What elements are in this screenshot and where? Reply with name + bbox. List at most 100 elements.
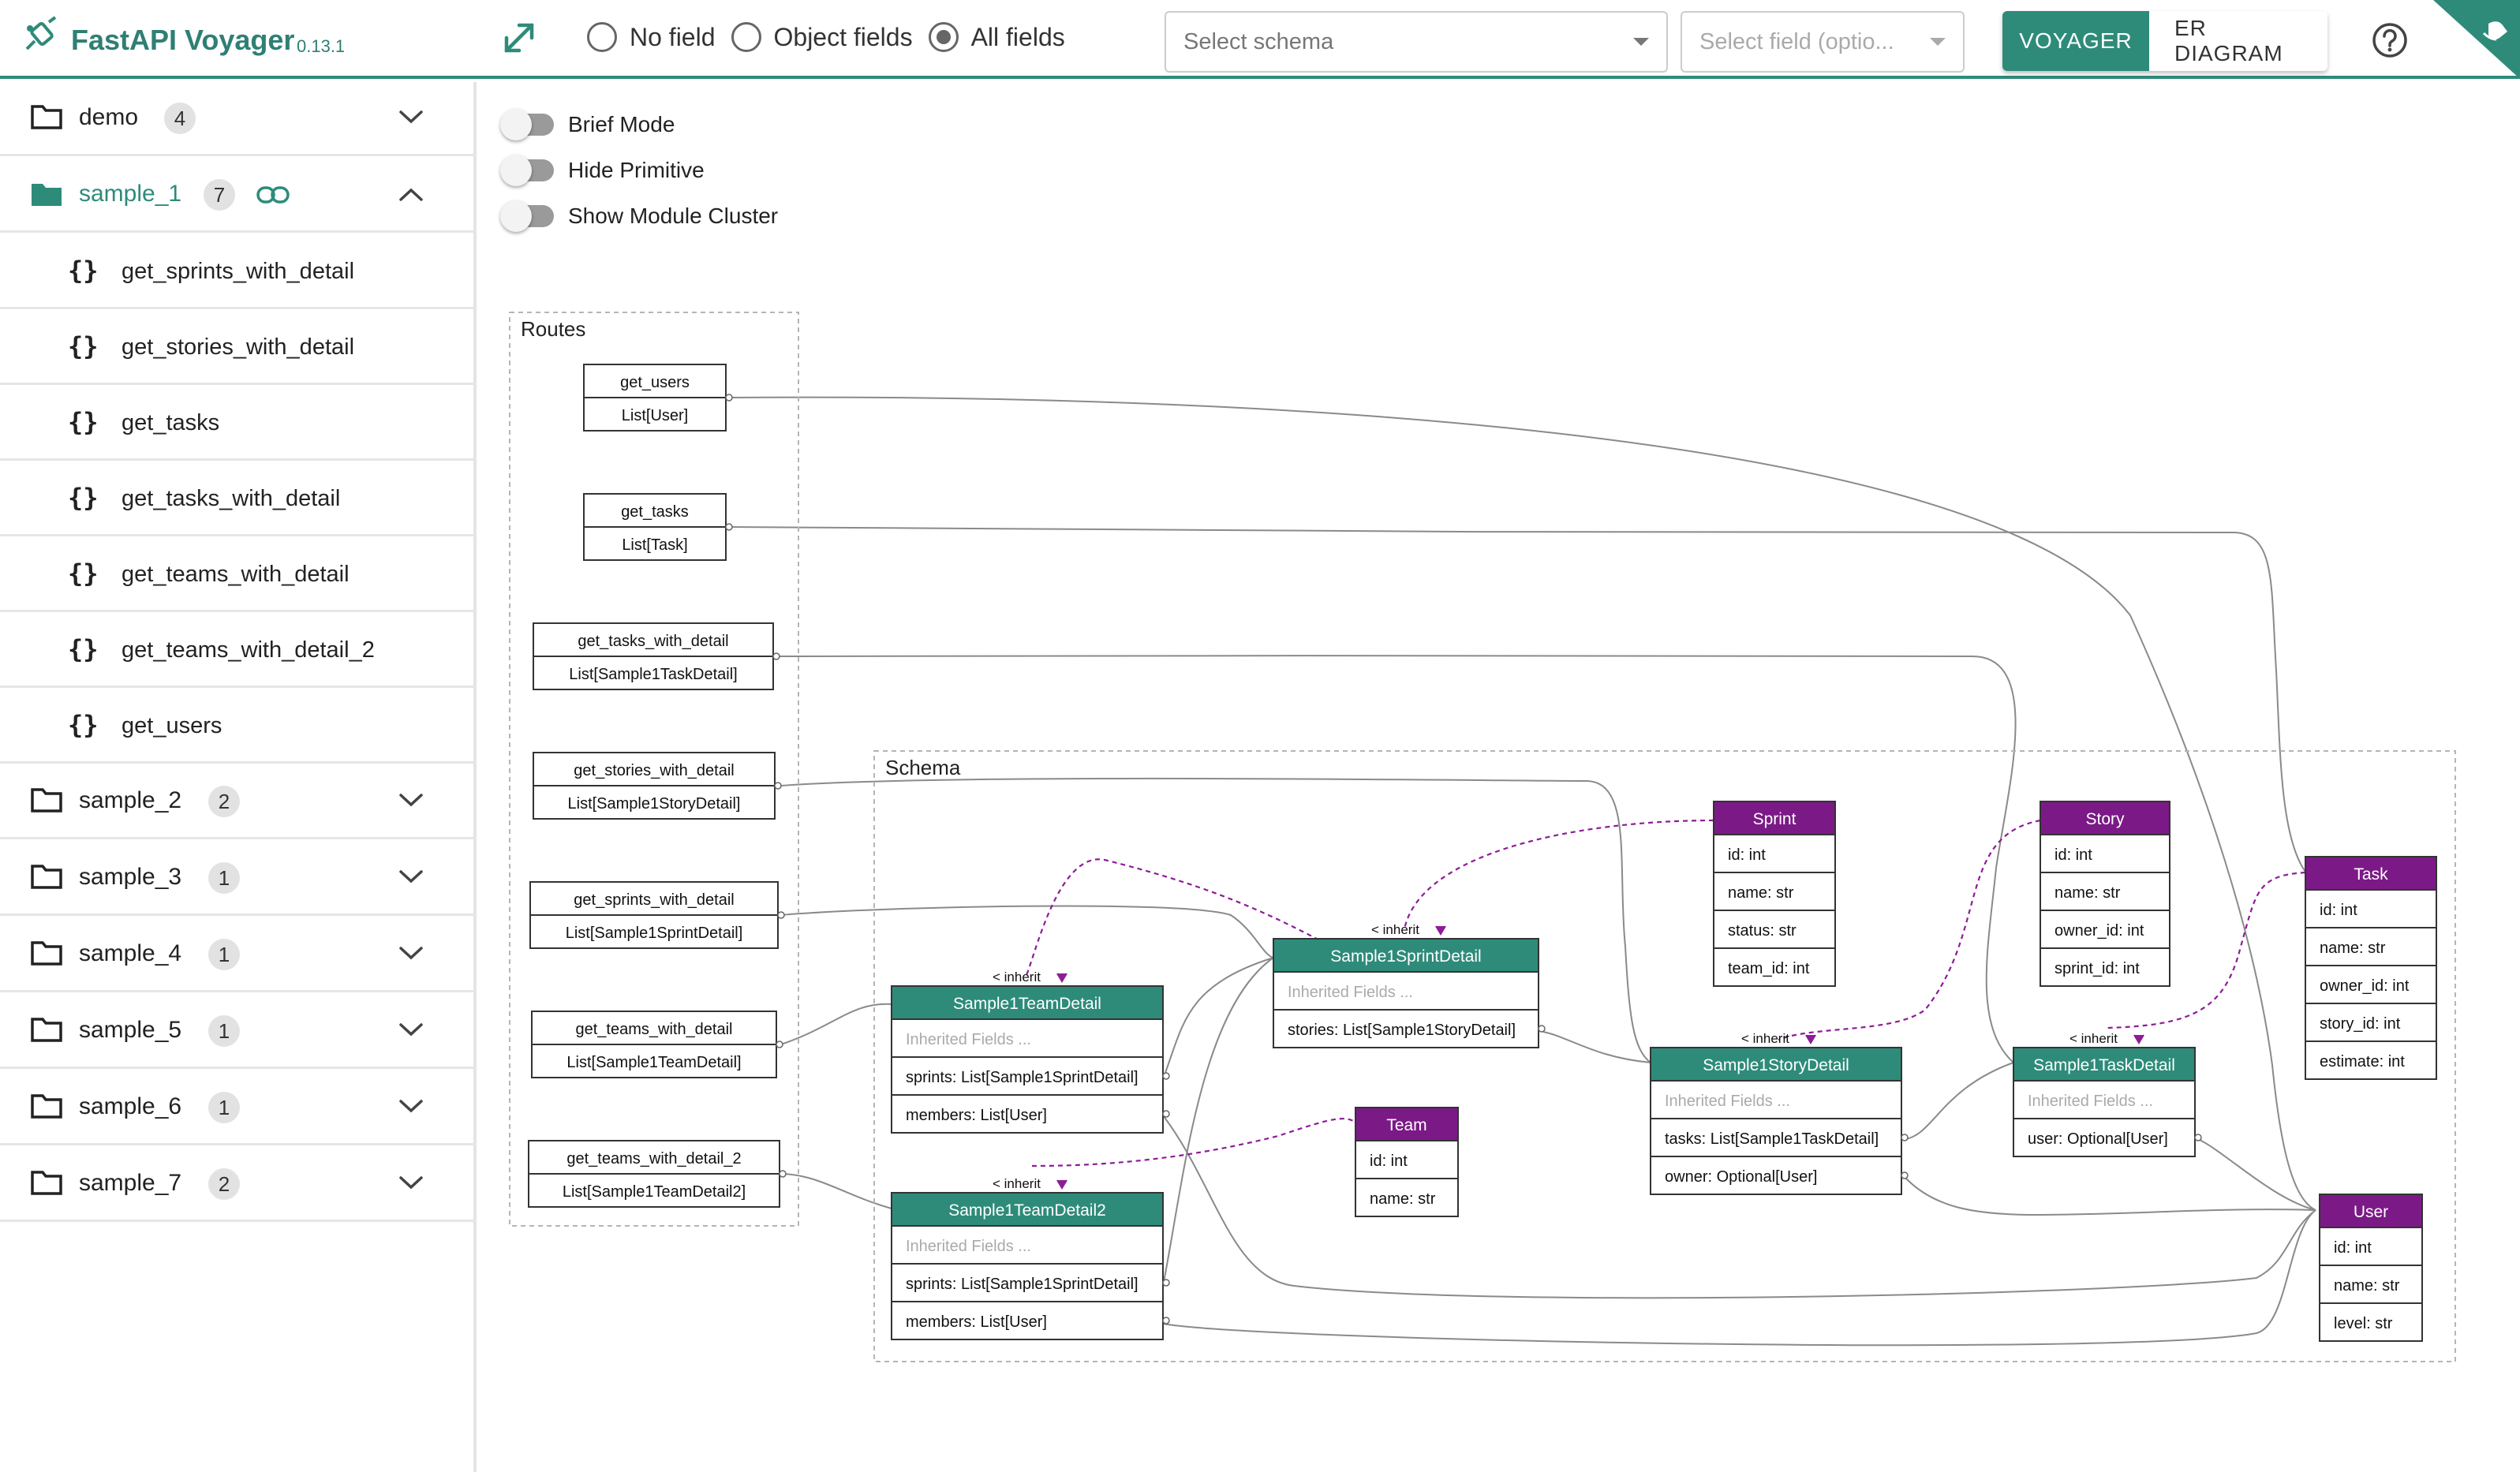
voyager-view-button[interactable]: VOYAGER: [2002, 11, 2149, 71]
folder-count-badge: 2: [208, 1168, 240, 1200]
sidebar-route-item[interactable]: {}get_sprints_with_detail: [0, 235, 477, 309]
port-dot: [1901, 1134, 1909, 1141]
brief-mode-switch[interactable]: [500, 109, 554, 140]
brief-mode-toggle[interactable]: Brief Mode: [500, 109, 675, 140]
switch-knob[interactable]: [500, 155, 532, 186]
schema-node-header: [2040, 801, 2170, 835]
sidebar-route-item[interactable]: {}get_users: [0, 689, 477, 764]
route-node-return: List[User]: [622, 407, 688, 424]
schema-field: sprints: List[Sample1SprintDetail]: [906, 1276, 1138, 1293]
chevron-down-icon[interactable]: [398, 792, 424, 809]
radio-object-fields-circle[interactable]: [731, 22, 761, 52]
radio-object-fields[interactable]: Object fields: [731, 22, 913, 52]
schema-node-header: [1713, 801, 1836, 835]
schema-node-header: [1273, 938, 1539, 973]
show-module-cluster-switch[interactable]: [500, 200, 554, 232]
route-node-return: List[Sample1TeamDetail2]: [563, 1183, 746, 1201]
folder-icon: [31, 788, 62, 813]
schema-field: id: int: [2055, 846, 2092, 864]
hide-primitive-label: Hide Primitive: [568, 158, 705, 182]
app-version: 0.13.1: [297, 36, 346, 56]
switch-knob[interactable]: [500, 200, 532, 232]
field-select-placeholder: Select field (optio...: [1699, 28, 1894, 54]
sidebar-route-item[interactable]: {}get_tasks_with_detail: [0, 462, 477, 536]
schema-field: level: str: [2334, 1315, 2393, 1332]
graph-edge: [779, 655, 2017, 1063]
app-title: FastAPI Voyager: [71, 24, 295, 56]
expand-icon[interactable]: [499, 17, 540, 58]
schema-field: name: str: [2320, 940, 2386, 957]
port-dot: [774, 782, 782, 790]
radio-all-fields[interactable]: All fields: [928, 22, 1065, 52]
link-icon[interactable]: [256, 184, 290, 206]
graph-edge: [1542, 1031, 1651, 1063]
sidebar-route-item[interactable]: {}get_teams_with_detail_2: [0, 614, 477, 688]
folder-icon: [31, 105, 62, 129]
route-node-name: get_users: [620, 374, 690, 391]
brief-mode-label: Brief Mode: [568, 112, 675, 136]
radio-all-fields-circle[interactable]: [928, 22, 959, 52]
schema-field: id: int: [1728, 846, 1766, 864]
er-diagram-view-button[interactable]: ER DIAGRAM: [2149, 11, 2327, 71]
chevron-down-icon[interactable]: [398, 109, 424, 126]
folder-count-badge: 4: [164, 103, 196, 134]
schema-field: sprint_id: int: [2055, 960, 2140, 977]
inherit-label: < inherit: [993, 970, 1041, 984]
schema-node-header: [1355, 1107, 1459, 1141]
chevron-down-icon[interactable]: [398, 1175, 424, 1192]
chevron-down-icon[interactable]: [398, 945, 424, 962]
route-node-name: get_teams_with_detail_2: [566, 1150, 741, 1168]
view-toggle: VOYAGER ER DIAGRAM: [2002, 11, 2327, 71]
port-dot: [725, 394, 733, 402]
sidebar-route-item[interactable]: {}get_tasks: [0, 387, 477, 461]
schema-field: members: List[User]: [906, 1313, 1047, 1331]
graph-edge: [780, 905, 1274, 958]
field-select[interactable]: Select field (optio...: [1681, 11, 1965, 73]
radio-no-field[interactable]: No field: [587, 22, 716, 52]
inherit-arrow-icon: [1056, 1179, 1067, 1190]
chevron-down-icon[interactable]: [398, 1022, 424, 1039]
show-module-cluster-toggle[interactable]: Show Module Cluster: [500, 200, 778, 232]
graph-edge: [782, 1173, 892, 1209]
schema-field: estimate: int: [2320, 1053, 2405, 1070]
graph-edge: [1162, 957, 1274, 1080]
schema-node-title: Sample1TeamDetail: [953, 995, 1101, 1013]
schema-cluster-label: Schema: [885, 756, 961, 779]
sidebar-route-item[interactable]: {}get_stories_with_detail: [0, 311, 477, 385]
voyager-logo-icon: [25, 16, 57, 50]
hide-primitive-switch[interactable]: [500, 155, 554, 186]
switch-knob[interactable]: [500, 109, 532, 140]
schema-field: id: int: [2334, 1239, 2372, 1257]
hide-primitive-toggle[interactable]: Hide Primitive: [500, 155, 705, 186]
chevron-up-icon[interactable]: [398, 185, 424, 203]
schema-node-header: [2305, 856, 2437, 891]
help-icon[interactable]: [2372, 22, 2408, 58]
sidebar-route-item[interactable]: {}get_teams_with_detail: [0, 538, 477, 612]
folder-name: sample_4: [79, 940, 182, 966]
schema-node-title: Story: [2085, 810, 2125, 828]
schema-field: tasks: List[Sample1TaskDetail]: [1665, 1130, 1879, 1148]
schema-field: members: List[User]: [906, 1107, 1047, 1124]
route-name: get_users: [122, 713, 222, 738]
route-node-name: get_tasks_with_detail: [578, 633, 728, 650]
inherit-label: < inherit: [993, 1176, 1041, 1191]
port-dot: [1162, 1110, 1170, 1118]
radio-no-field-circle[interactable]: [587, 22, 617, 52]
schema-inherited-fields: Inherited Fields ...: [1665, 1093, 1790, 1110]
inherit-arrow-icon: [1056, 973, 1067, 983]
route-node-return: List[Task]: [622, 536, 687, 554]
schema-select[interactable]: Select schema: [1165, 11, 1668, 73]
chevron-down-icon[interactable]: [398, 1098, 424, 1115]
github-corner-icon[interactable]: [2433, 0, 2520, 79]
schema-node-title: Sample1TeamDetail2: [948, 1201, 1106, 1220]
chevron-down-icon[interactable]: [398, 869, 424, 886]
